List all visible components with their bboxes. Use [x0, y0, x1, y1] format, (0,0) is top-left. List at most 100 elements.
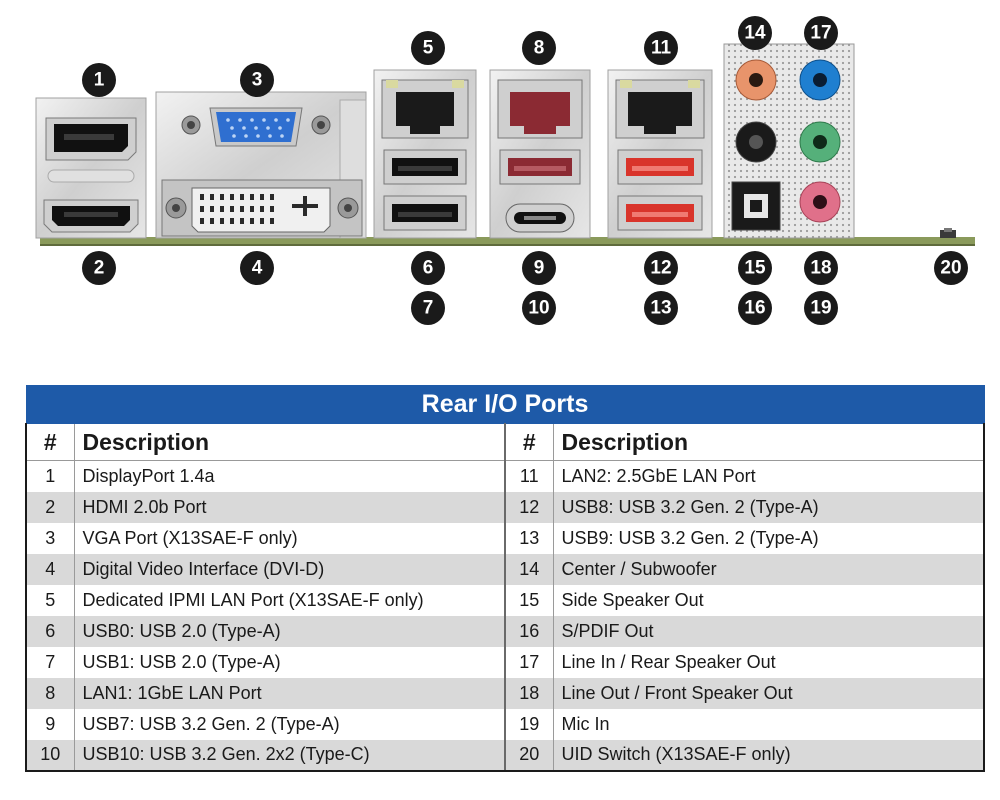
port-description: DisplayPort 1.4a [73, 460, 505, 492]
circuit-board [40, 237, 975, 244]
table-row: 4 Digital Video Interface (DVI-D) 14 Cen… [25, 553, 986, 585]
svg-text:20: 20 [940, 258, 961, 279]
port-description: VGA Port (X13SAE-F only) [73, 522, 505, 554]
table-title: Rear I/O Ports [25, 385, 985, 424]
svg-text:5: 5 [423, 38, 434, 59]
callout-5: 5 [411, 31, 445, 65]
usb7-port [499, 149, 581, 185]
svg-text:14: 14 [744, 23, 766, 44]
port-number: 13 [504, 522, 553, 554]
side-speaker-jack [735, 121, 777, 163]
ipmi-usb-stack [373, 69, 477, 239]
port-description: USB9: USB 3.2 Gen. 2 (Type-A) [552, 522, 986, 554]
displayport-connector [45, 117, 137, 161]
table-row: 7 USB1: USB 2.0 (Type-A) 17 Line In / Re… [25, 646, 986, 678]
callout-2: 2 [82, 251, 116, 285]
callout-9: 9 [522, 251, 556, 285]
port-description: Side Speaker Out [552, 584, 986, 616]
svg-text:7: 7 [423, 298, 434, 319]
svg-text:19: 19 [810, 298, 831, 319]
port-number: 7 [25, 646, 74, 678]
port-description: USB8: USB 3.2 Gen. 2 (Type-A) [552, 491, 986, 523]
port-description: USB10: USB 3.2 Gen. 2x2 (Type-C) [73, 739, 505, 772]
callout-12: 12 [644, 251, 678, 285]
rear-io-ports-table: Rear I/O Ports # Description # Descripti… [25, 385, 986, 772]
callout-13: 13 [644, 291, 678, 325]
callout-8: 8 [522, 31, 556, 65]
displayport-hdmi-bracket [35, 97, 147, 239]
port-description: Digital Video Interface (DVI-D) [73, 553, 505, 585]
line-out-jack [799, 121, 841, 163]
port-number: 19 [504, 708, 553, 740]
callout-4: 4 [240, 251, 274, 285]
callout-7: 7 [411, 291, 445, 325]
svg-text:13: 13 [650, 298, 671, 319]
callout-11: 11 [644, 31, 678, 65]
svg-text:2: 2 [94, 258, 105, 279]
port-number: 17 [504, 646, 553, 678]
port-number: 11 [504, 460, 553, 492]
uid-switch [940, 228, 956, 238]
port-description: Line In / Rear Speaker Out [552, 646, 986, 678]
port-number: 8 [25, 677, 74, 709]
port-number: 6 [25, 615, 74, 647]
port-description: Center / Subwoofer [552, 553, 986, 585]
port-description: S/PDIF Out [552, 615, 986, 647]
hdmi-connector [43, 199, 139, 233]
callout-6: 6 [411, 251, 445, 285]
mic-in-jack [799, 181, 841, 223]
usb0-port [383, 149, 467, 185]
port-number: 14 [504, 553, 553, 585]
table-row: 2 HDMI 2.0b Port 12 USB8: USB 3.2 Gen. 2… [25, 491, 986, 523]
svg-text:15: 15 [744, 258, 766, 279]
port-description: Line Out / Front Speaker Out [552, 677, 986, 709]
usb1-port [383, 195, 467, 231]
port-number: 15 [504, 584, 553, 616]
port-number: 1 [25, 460, 74, 492]
port-number: 18 [504, 677, 553, 709]
table-row: 9 USB7: USB 3.2 Gen. 2 (Type-A) 19 Mic I… [25, 708, 986, 740]
svg-text:10: 10 [528, 298, 549, 319]
svg-text:18: 18 [810, 258, 831, 279]
svg-text:1: 1 [94, 70, 105, 91]
port-number: 5 [25, 584, 74, 616]
callout-18: 18 [804, 251, 838, 285]
ipmi-lan-port [381, 79, 469, 139]
table-row: 3 VGA Port (X13SAE-F only) 13 USB9: USB … [25, 522, 986, 554]
table-row: 6 USB0: USB 2.0 (Type-A) 16 S/PDIF Out [25, 615, 986, 647]
callout-1: 1 [82, 63, 116, 97]
port-description: USB0: USB 2.0 (Type-A) [73, 615, 505, 647]
table-row: 8 LAN1: 1GbE LAN Port 18 Line Out / Fron… [25, 677, 986, 709]
callout-3: 3 [240, 63, 274, 97]
port-number: 4 [25, 553, 74, 585]
usb8-port [617, 149, 703, 185]
lan1-usb-stack [489, 69, 591, 239]
svg-text:3: 3 [252, 70, 263, 91]
rear-io-diagram: 1 2 3 4 5 6 7 8 9 10 11 12 13 14 15 16 1… [35, 16, 975, 325]
svg-text:8: 8 [534, 38, 545, 59]
table-row: 10 USB10: USB 3.2 Gen. 2x2 (Type-C) 20 U… [25, 739, 986, 772]
port-number: 2 [25, 491, 74, 523]
port-description: LAN1: 1GbE LAN Port [73, 677, 505, 709]
port-description: Mic In [552, 708, 986, 740]
column-header-description-left: Description [73, 423, 505, 461]
port-number: 16 [504, 615, 553, 647]
svg-text:9: 9 [534, 258, 545, 279]
svg-text:17: 17 [810, 23, 831, 44]
column-header-number-right: # [504, 423, 553, 461]
table-row: 1 DisplayPort 1.4a 11 LAN2: 2.5GbE LAN P… [25, 460, 986, 492]
dvi-connector [161, 179, 363, 237]
port-number: 10 [25, 739, 74, 772]
svg-text:4: 4 [252, 258, 263, 279]
svg-text:11: 11 [651, 38, 672, 59]
lan2-usb-stack [607, 69, 713, 239]
callout-17: 17 [804, 16, 838, 50]
port-number: 9 [25, 708, 74, 740]
port-number: 12 [504, 491, 553, 523]
callout-15: 15 [738, 251, 772, 285]
lan2-port [615, 79, 705, 139]
port-description: USB1: USB 2.0 (Type-A) [73, 646, 505, 678]
callout-20: 20 [934, 251, 968, 285]
port-description: HDMI 2.0b Port [73, 491, 505, 523]
column-header-number-left: # [25, 423, 74, 461]
